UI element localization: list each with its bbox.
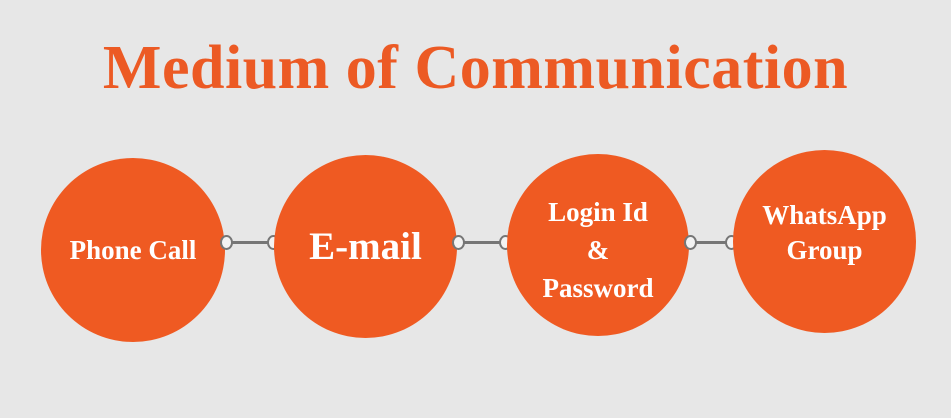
node-email: E-mail <box>274 155 457 338</box>
connector-2-3 <box>452 232 512 252</box>
connector-line <box>228 241 272 244</box>
node-label: E-mail <box>309 224 422 268</box>
connector-line <box>692 241 730 244</box>
connector-ring-left <box>220 235 233 250</box>
node-label: WhatsApp Group <box>762 199 887 265</box>
connector-ring-left <box>684 235 697 250</box>
connector-1-2 <box>220 232 280 252</box>
connector-3-4 <box>684 232 738 252</box>
node-label: Login Id & Password <box>542 197 654 303</box>
connector-line <box>460 241 504 244</box>
node-login-id-password: Login Id & Password <box>507 154 689 336</box>
node-whatsapp-group: WhatsApp Group <box>733 150 916 333</box>
connector-ring-left <box>452 235 465 250</box>
node-phone-call: Phone Call <box>41 158 225 342</box>
node-label: Phone Call <box>69 235 197 265</box>
diagram-title: Medium of Communication <box>102 34 849 102</box>
